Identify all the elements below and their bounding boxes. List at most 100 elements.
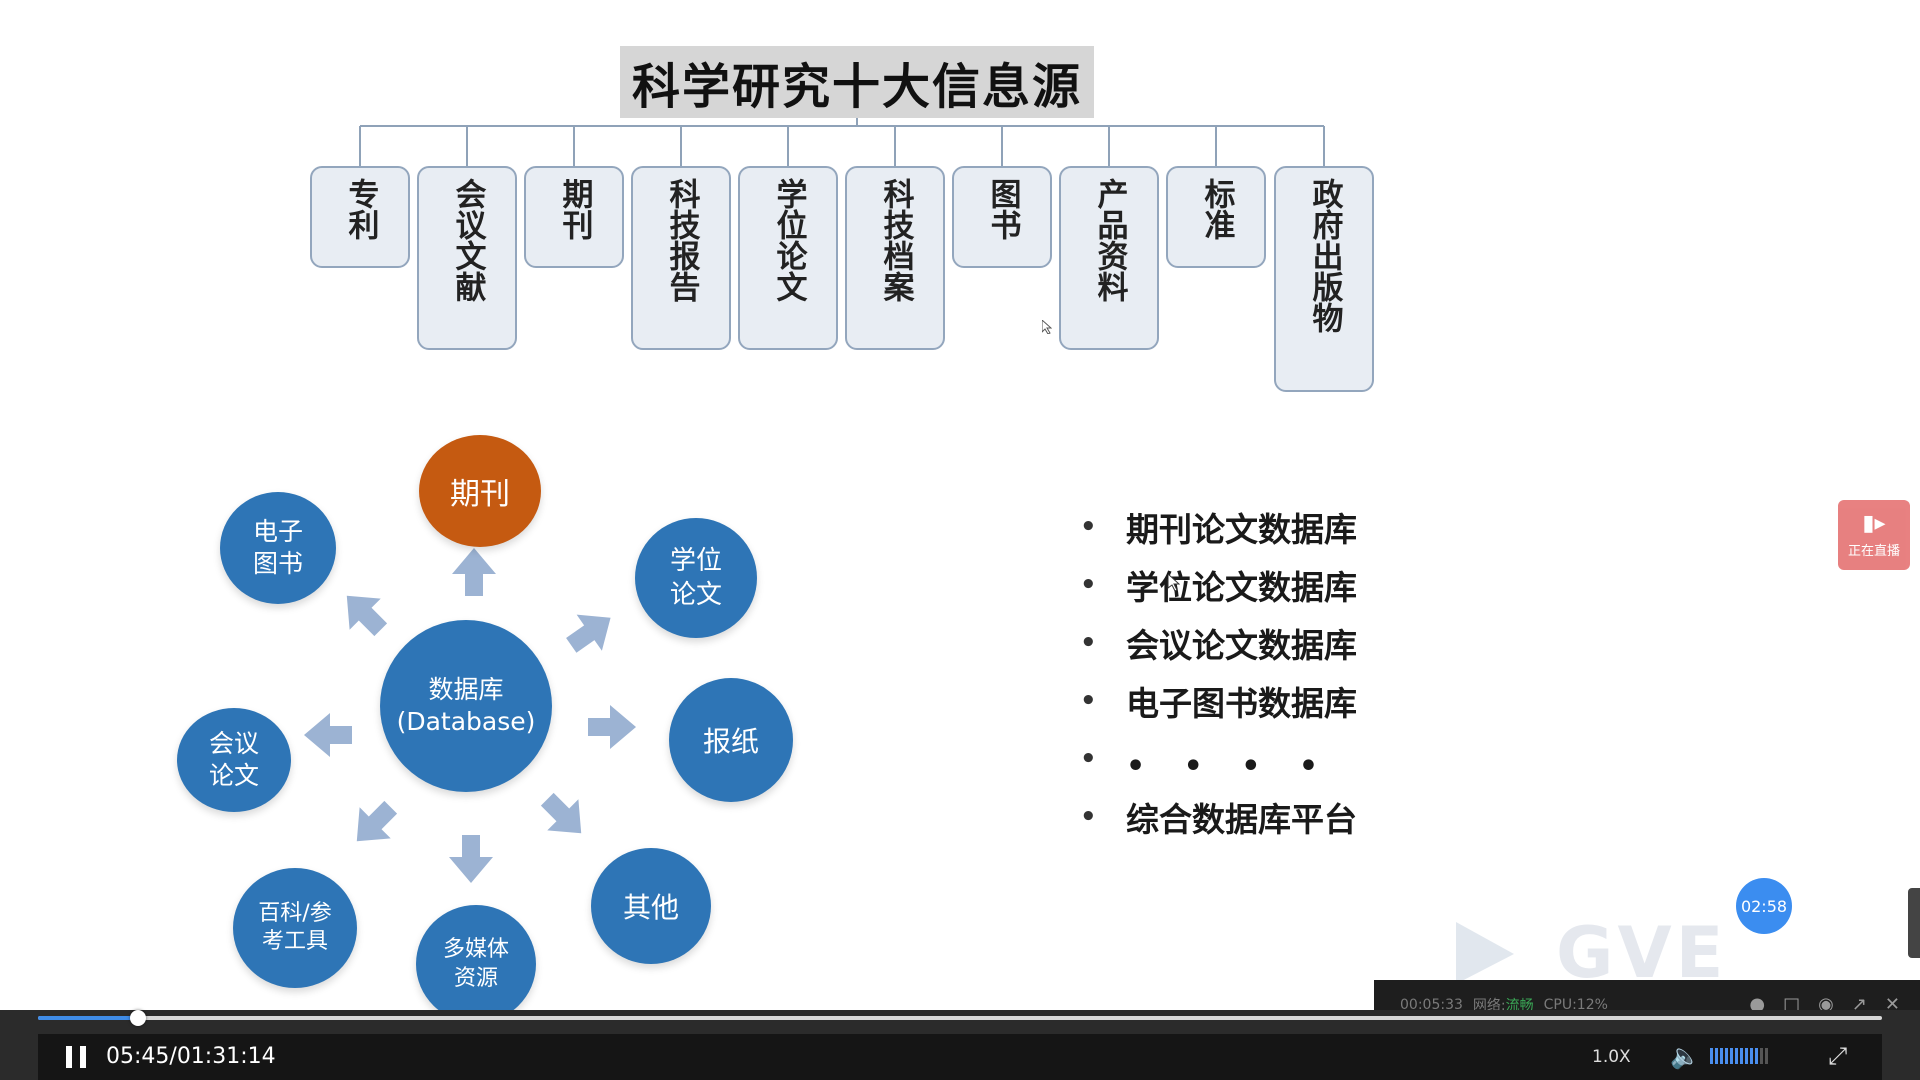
live-indicator-button[interactable]: ▮▸ 正在直播	[1838, 500, 1910, 570]
source-box-patent: 专利	[310, 166, 410, 268]
source-box-product-info: 产品资料	[1059, 166, 1159, 350]
source-box-standard: 标准	[1166, 166, 1266, 268]
speaker-icon[interactable]: □	[1783, 994, 1801, 1015]
node-ebook-label-1: 电子	[252, 517, 303, 546]
hub-label: 数据库	[428, 675, 504, 704]
camera-toggle-icon[interactable]: ◉	[1818, 994, 1834, 1015]
node-newspaper: 报纸	[669, 678, 793, 802]
node-conference-label-2: 论文	[208, 761, 259, 790]
volume-level-bar	[1720, 1048, 1723, 1064]
source-box-conference: 会议文献	[417, 166, 517, 350]
cursor-icon	[1042, 320, 1052, 334]
node-encyclopedia: 百科/参 考工具	[233, 868, 357, 988]
database-hub: 数据库 (Database)	[380, 620, 552, 792]
control-bar: 05:45/01:31:14 1.0X 🔈 ⤢	[38, 1034, 1882, 1080]
watermark-logo-icon	[1456, 922, 1514, 984]
node-encyclopedia-label-1: 百科/参	[258, 901, 332, 926]
playback-speed-button[interactable]: 1.0X	[1592, 1047, 1631, 1067]
node-journal-label: 期刊	[450, 477, 510, 512]
list-item-text: 综合数据库平台	[1126, 800, 1357, 839]
list-item: • • • • •	[1080, 730, 1357, 788]
node-newspaper-label: 报纸	[702, 725, 759, 758]
node-thesis: 学位 论文	[635, 518, 757, 638]
volume-level-bar	[1735, 1048, 1738, 1064]
node-other: 其他	[591, 848, 711, 964]
live-label: 正在直播	[1847, 543, 1900, 559]
source-box-thesis: 学位论文	[738, 166, 838, 350]
bullet-marker: •	[1080, 686, 1097, 716]
list-item-ellipsis: • • • •	[1126, 748, 1333, 784]
volume-level-bar	[1760, 1048, 1763, 1064]
mini-elapsed-time: 00:05:33	[1400, 997, 1463, 1013]
list-item: • 综合数据库平台	[1080, 788, 1357, 846]
volume-icon[interactable]: 🔈	[1670, 1042, 1700, 1070]
node-journal: 期刊	[419, 435, 541, 547]
arrow-down-left	[341, 791, 407, 857]
node-encyclopedia-label-2: 考工具	[261, 929, 328, 954]
node-multimedia: 多媒体 资源	[416, 905, 536, 1010]
slide-canvas: 科学研究十大信息源 专利 会议文献 期刊 科技报告 学位论文 科技档案 图书 产…	[177, 46, 1374, 1010]
bullet-marker: •	[1080, 570, 1097, 600]
list-item-text: 会议论文数据库	[1126, 626, 1357, 665]
volume-level-bar	[1715, 1048, 1718, 1064]
volume-level-bar	[1730, 1048, 1733, 1064]
pause-button[interactable]	[66, 1046, 86, 1068]
source-box-journal: 期刊	[524, 166, 624, 268]
cpu-usage: CPU:12%	[1543, 997, 1608, 1013]
node-conference-paper: 会议 论文	[177, 708, 291, 812]
close-icon[interactable]: ✕	[1884, 994, 1900, 1015]
volume-level-bar	[1710, 1048, 1713, 1064]
arrow-up	[452, 548, 496, 596]
progress-scrubber[interactable]	[129, 1010, 146, 1026]
volume-level-bar	[1765, 1048, 1768, 1064]
playback-time: 05:45/01:31:14	[106, 1044, 276, 1069]
side-panel-tab[interactable]	[1908, 888, 1920, 958]
source-box-tech-archive: 科技档案	[845, 166, 945, 350]
list-item-text: 期刊论文数据库	[1126, 510, 1357, 549]
list-item: • 期刊论文数据库	[1080, 498, 1357, 556]
arrow-up-left	[331, 580, 397, 646]
node-other-label: 其他	[622, 891, 679, 924]
list-item: • 学位论文数据库	[1080, 556, 1357, 614]
node-thesis-label-1: 学位	[669, 546, 722, 576]
pause-icon-bar	[80, 1046, 86, 1068]
exit-fullscreen-icon[interactable]: ⤢	[1828, 1042, 1848, 1070]
node-multimedia-label-2: 资源	[453, 966, 498, 991]
database-type-list: • 期刊论文数据库 • 学位论文数据库 • 会议论文数据库 •电子图书数据库 • • •…	[1080, 498, 1357, 846]
arrow-left	[304, 713, 352, 757]
source-box-book: 图书	[952, 166, 1052, 268]
arrow-down	[449, 835, 493, 883]
progress-bar[interactable]	[38, 1010, 1882, 1026]
volume-level-bar	[1750, 1048, 1753, 1064]
slide-title: 科学研究十大信息源	[620, 46, 1094, 118]
popout-icon[interactable]: ↗	[1851, 994, 1867, 1015]
node-ebook: 电子 图书	[220, 492, 336, 604]
hub-sublabel: (Database)	[396, 707, 536, 736]
node-multimedia-label-1: 多媒体	[442, 937, 509, 962]
volume-level-bar	[1725, 1048, 1728, 1064]
list-item: • 会议论文数据库	[1080, 614, 1357, 672]
camera-icon: ▮▸	[1862, 510, 1886, 536]
bullet-marker: •	[1080, 802, 1097, 832]
volume-level-bar	[1745, 1048, 1748, 1064]
microphone-icon[interactable]: ●	[1749, 994, 1766, 1015]
pointer-cursor-icon	[1168, 574, 1180, 592]
bullet-marker: •	[1080, 628, 1097, 658]
volume-slider[interactable]	[1710, 1048, 1768, 1064]
tree-connectors	[359, 118, 1325, 166]
list-item-text: 学位论文数据库	[1126, 568, 1357, 607]
pause-icon-bar	[66, 1046, 72, 1068]
node-conference-label-1: 会议	[208, 729, 259, 758]
source-box-tech-report: 科技报告	[631, 166, 731, 350]
mini-bar-icons: ● □ ◉ ↗ ✕	[1749, 994, 1900, 1015]
floating-timer-badge[interactable]: 02:58	[1736, 878, 1792, 934]
progress-fill	[38, 1016, 138, 1020]
bullet-marker: •	[1080, 744, 1097, 774]
volume-level-bar	[1740, 1048, 1743, 1064]
bullet-marker: •	[1080, 512, 1097, 542]
list-item: •电子图书数据库	[1080, 672, 1357, 730]
source-box-gov-publication: 政府出版物	[1274, 166, 1374, 392]
node-thesis-label-2: 论文	[669, 580, 722, 610]
node-ebook-label-2: 图书	[252, 549, 303, 578]
video-player-controls: 05:45/01:31:14 1.0X 🔈 ⤢	[0, 1010, 1920, 1080]
